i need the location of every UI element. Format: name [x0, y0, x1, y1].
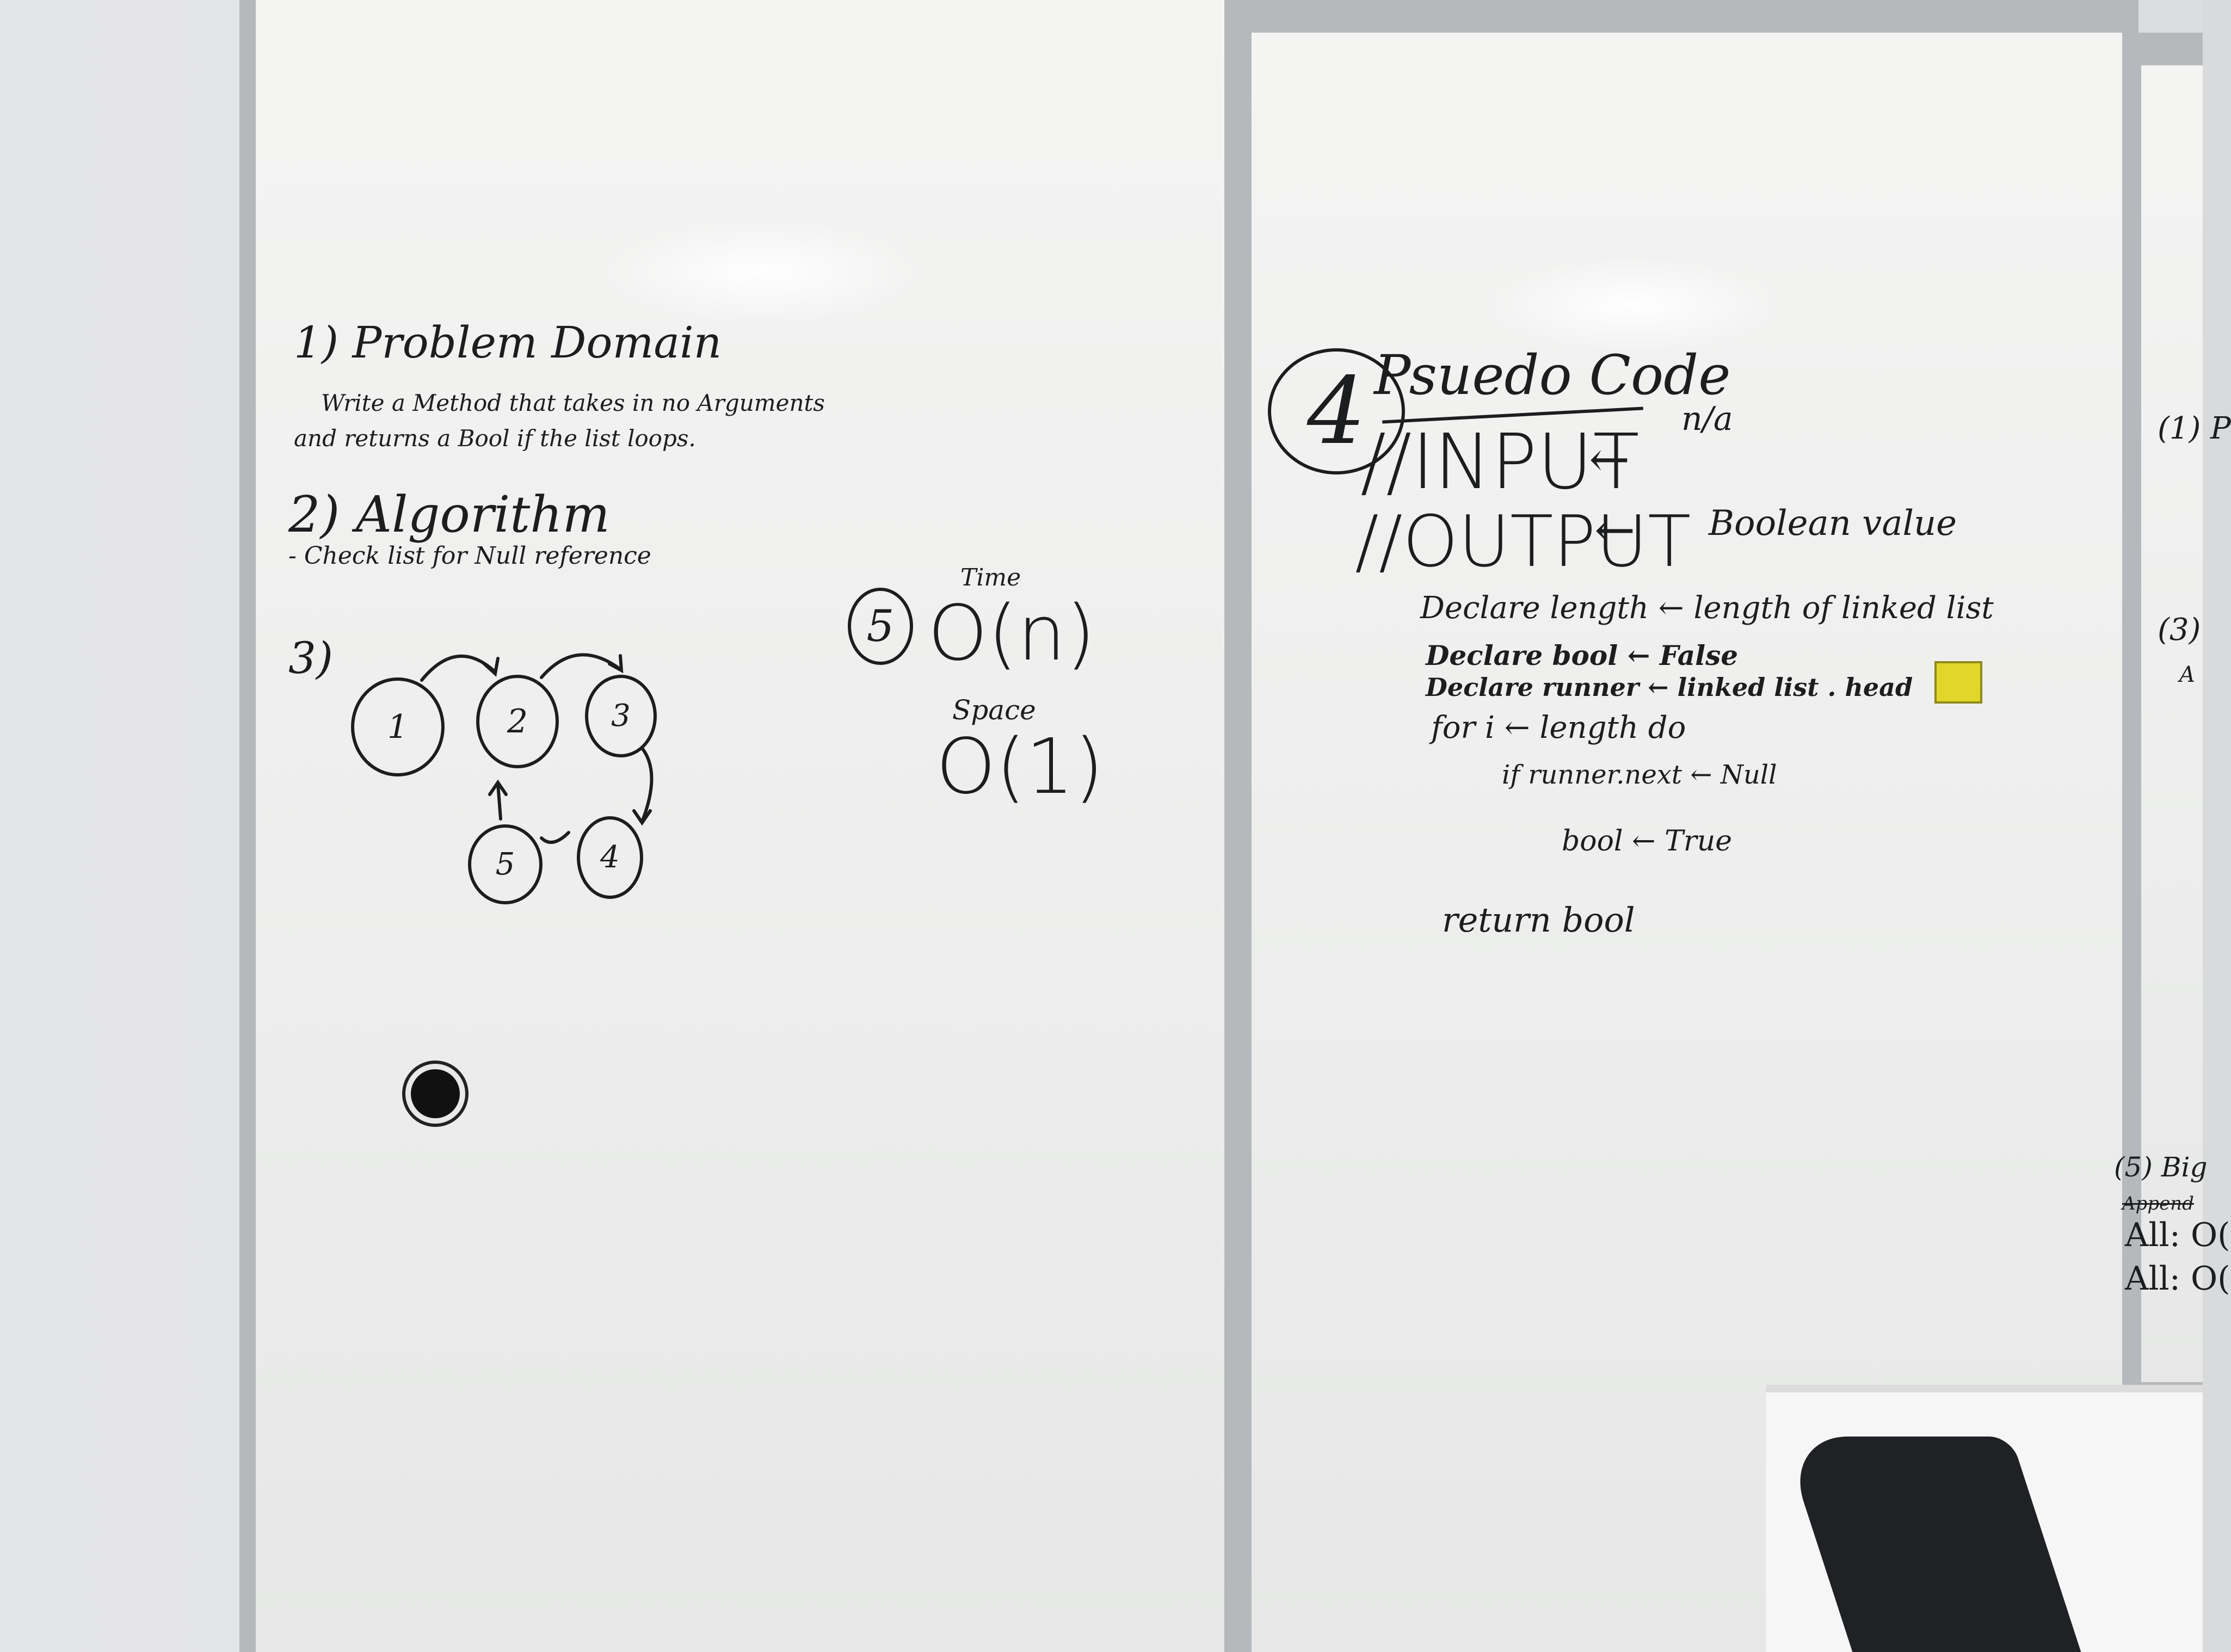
input-line: //INPUT — [1360, 418, 1640, 507]
right-board-text-3: A — [2179, 662, 2195, 687]
right-board-text-5: Append — [2122, 1193, 2194, 1215]
problem-domain-line1: Write a Method that takes in no Argument… — [321, 390, 825, 416]
section3-heading: 3) — [288, 633, 334, 683]
input-arrow: ← — [1589, 431, 1630, 488]
arrow-icon — [496, 782, 502, 821]
right-board-text-6: All: O( — [2125, 1216, 2230, 1254]
arrow-icon — [420, 654, 497, 682]
list-node-3: 3 — [585, 675, 657, 757]
right-board-text-7: All: O( — [2125, 1260, 2230, 1298]
code-line-1: Declare length ← length of linked list — [1420, 590, 1994, 626]
right-board-text-2: (3) — [2158, 612, 2201, 648]
output-arrow: ← — [1594, 502, 1636, 559]
section5-number-circle: 5 — [848, 588, 913, 665]
code-line-2: Declare bool ← False — [1426, 639, 1739, 671]
list-node-5: 5 — [468, 824, 543, 904]
pseudo-code-heading: Psuedo Code — [1374, 343, 1731, 407]
code-line-6: bool ← True — [1562, 825, 1732, 858]
right-board-text-1: (1) P — [2158, 411, 2231, 446]
code-line-7: return bool — [1442, 900, 1635, 940]
list-node-1: 1 — [351, 677, 445, 776]
arrow-icon — [540, 653, 622, 679]
space-label: Space — [952, 694, 1036, 726]
list-node-4: 4 — [577, 816, 643, 899]
code-line-3: Declare runner ← linked list . head — [1426, 673, 1913, 702]
list-node-2: 2 — [476, 675, 559, 768]
problem-domain-heading: 1) Problem Domain — [294, 317, 722, 368]
arrow-icon — [540, 831, 570, 844]
problem-domain-line2: and returns a Bool if the list loops. — [294, 425, 696, 452]
whiteboard-right — [2141, 65, 2203, 1382]
output-line: //OUTPUT — [1355, 500, 1691, 583]
algorithm-heading: 2) Algorithm — [288, 485, 610, 544]
code-line-5: if runner.next ← Null — [1502, 760, 1777, 790]
code-line-4: for i ← length do — [1431, 710, 1686, 745]
space-complexity: O(1) — [936, 723, 1104, 811]
time-complexity: O(n) — [928, 589, 1096, 678]
output-value: Boolean value — [1709, 503, 1957, 544]
algorithm-line1: - Check list for Null reference — [288, 542, 651, 570]
right-board-text-4: (5) Big — [2114, 1151, 2208, 1183]
input-value: n/a — [1681, 400, 1733, 438]
light-glare-left — [599, 218, 925, 326]
desk-edge — [1766, 1385, 2203, 1392]
magnet-icon — [1934, 661, 1982, 704]
wall-knob-icon — [405, 1064, 465, 1124]
arrow-icon — [640, 747, 654, 823]
time-label: Time — [960, 564, 1021, 591]
light-glare-middle — [1480, 256, 1785, 354]
section4-number-circle: 4 — [1268, 348, 1405, 474]
